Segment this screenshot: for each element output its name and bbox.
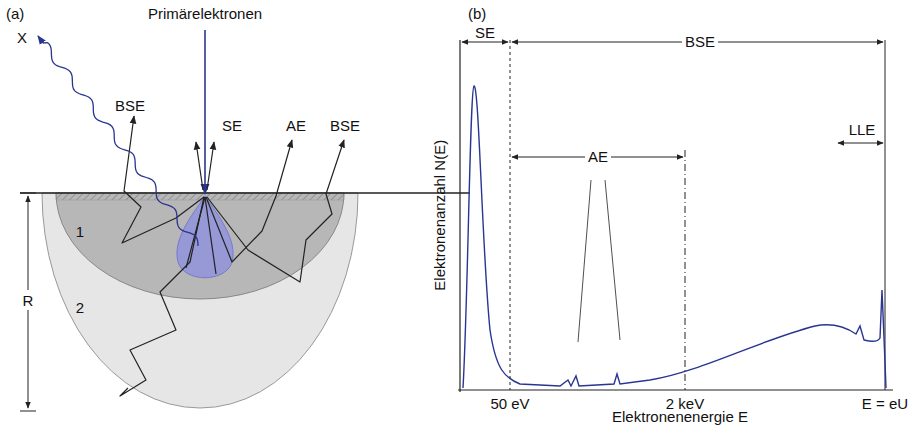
beam-label: Primärelektronen	[148, 6, 262, 23]
range-label: BSE	[682, 34, 718, 51]
range-label: LLE	[849, 122, 876, 139]
dimension-label: R	[20, 293, 37, 310]
signal-label: BSE	[330, 118, 360, 135]
axis-title: Elektronenenergie E	[612, 409, 748, 426]
signal-label: X	[17, 30, 27, 47]
axis-title: Elektronenanzahl N(E)	[432, 140, 449, 291]
region-number: 1	[76, 224, 84, 241]
tick-label: 50 eV	[490, 396, 529, 413]
panel-letter: (b)	[468, 6, 486, 23]
region-number: 2	[76, 300, 84, 317]
panel-letter: (a)	[6, 6, 24, 23]
tick-label: E = eU	[862, 396, 908, 413]
signal-label: AE	[286, 118, 306, 135]
range-label: SE	[475, 25, 495, 42]
range-label: AE	[585, 149, 611, 166]
signal-label: SE	[222, 118, 242, 135]
signal-label: BSE	[115, 98, 145, 115]
